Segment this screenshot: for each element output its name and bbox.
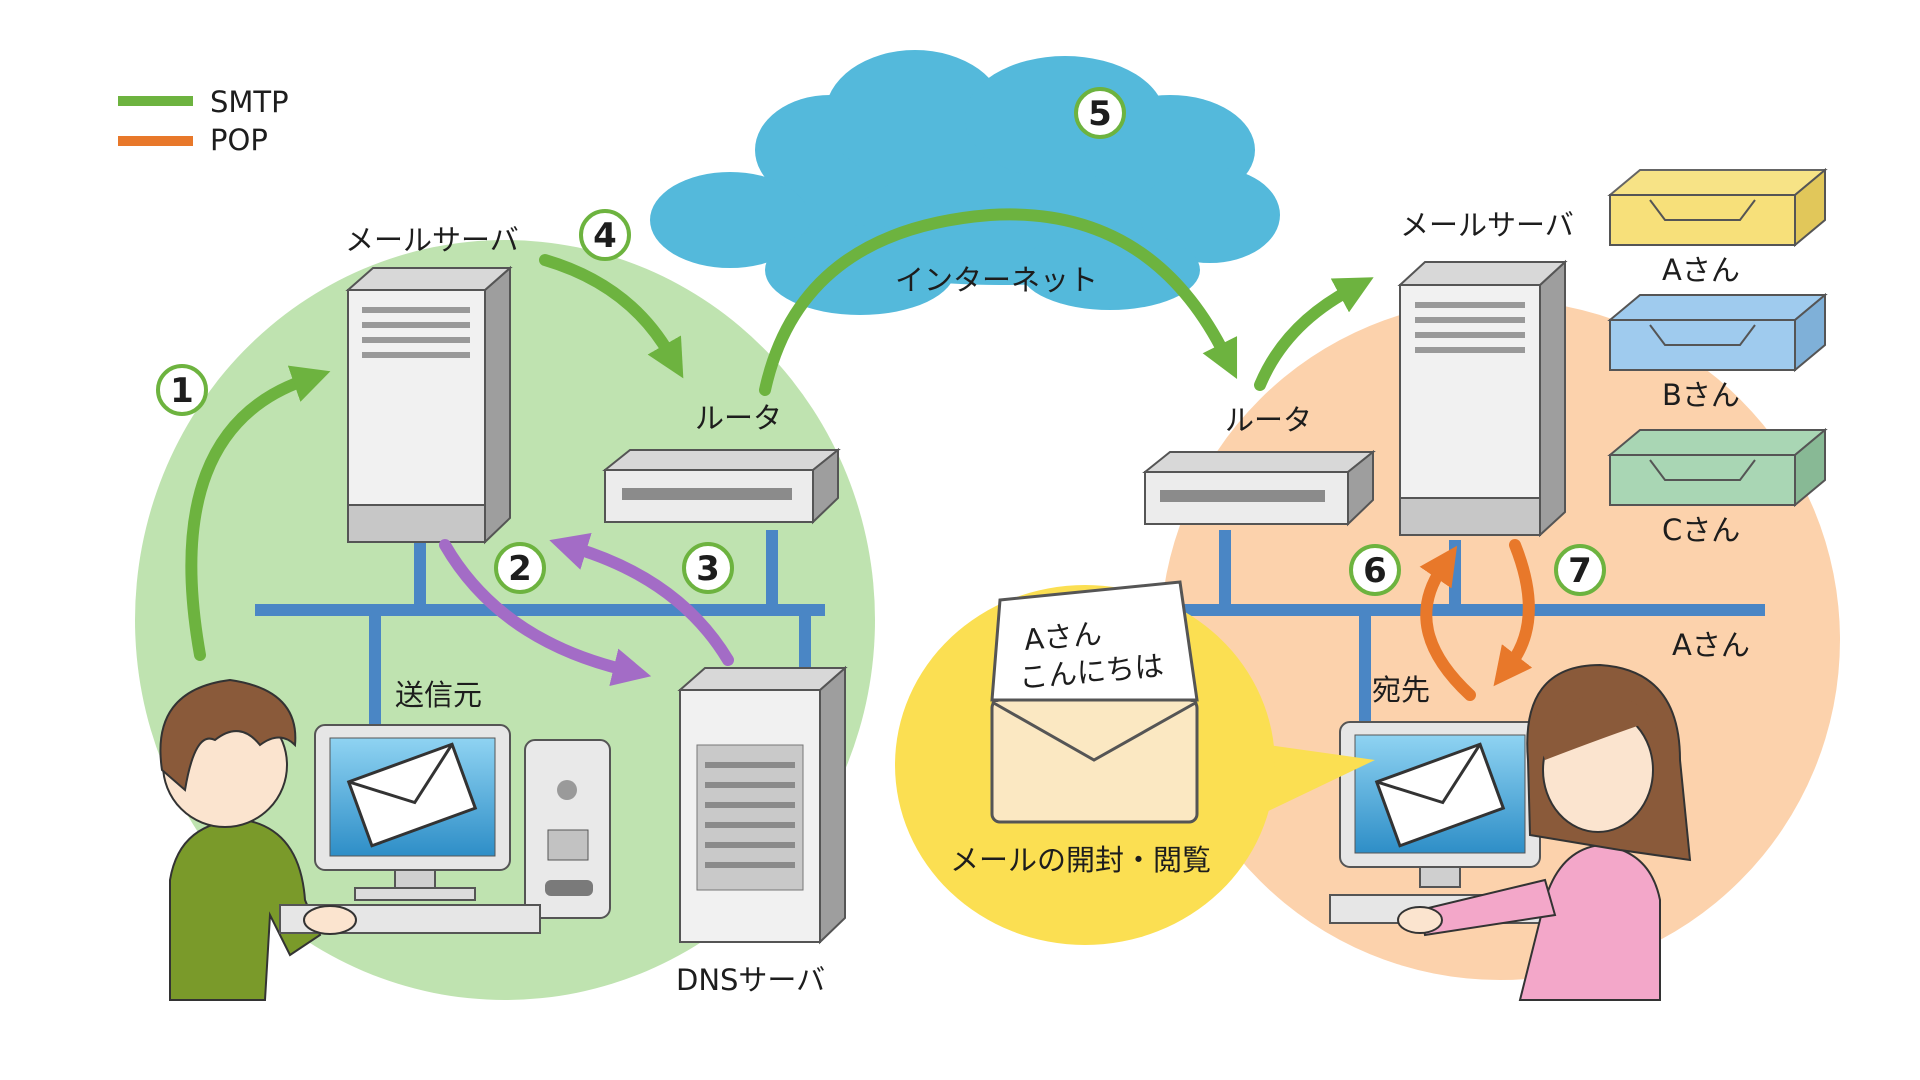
step-3-marker (682, 542, 734, 594)
mailbox-c-label: Cさん (1662, 513, 1740, 547)
step-markers: 1 2 3 4 5 6 7 (156, 87, 1606, 596)
receiver-network-label: Aさん (1672, 628, 1750, 662)
sender-person (159, 678, 541, 1001)
legend-smtp-label: SMTP (210, 85, 289, 119)
letter-envelope-icon (990, 580, 1199, 824)
dns-server (677, 665, 848, 945)
envelope-icon (1374, 742, 1506, 848)
pop-arrows (1419, 539, 1535, 701)
step-2-number: 2 (508, 549, 532, 589)
mailbox-b (1607, 292, 1828, 373)
step-3-arrow (549, 532, 734, 666)
bubble-caption: メールの開封・閲覧 (950, 843, 1211, 877)
step-4-arrow (539, 254, 684, 379)
step-5-arrow (759, 208, 1238, 396)
legend-pop-swatch (118, 136, 193, 146)
sender-mail-server (345, 265, 513, 545)
mailbox-a-label: Aさん (1662, 253, 1740, 287)
step-6-arrow (1419, 545, 1476, 701)
step-1-marker (156, 364, 208, 416)
legend: SMTP POP (118, 85, 289, 157)
receiver-mail-server (1397, 259, 1568, 538)
sender-router-label: ルータ (695, 401, 782, 435)
receiver-pc-label: 宛先 (1372, 673, 1430, 707)
mailbox-a (1607, 167, 1828, 248)
letter-line-1: Aさん (1023, 616, 1104, 657)
receiver-network-bus (1180, 530, 1765, 725)
sender-pc-label: 送信元 (395, 678, 482, 712)
step-6-marker (1349, 544, 1401, 596)
sender-mail-server-label: メールサーバ (345, 223, 519, 257)
step-7-arrow (1493, 539, 1535, 687)
step-1-number: 1 (170, 371, 194, 411)
receiver-router-label: ルータ (1225, 403, 1312, 437)
receiver-mail-server-label: メールサーバ (1400, 208, 1574, 242)
step-4-number: 4 (593, 216, 617, 256)
step-2-arrow (439, 539, 652, 686)
step-4-marker (579, 209, 631, 261)
mailbox-b-label: Bさん (1662, 378, 1740, 412)
step-6-number: 6 (1363, 551, 1387, 591)
step-7-marker (1554, 544, 1606, 596)
step-5-marker (1074, 87, 1126, 139)
legend-pop-label: POP (210, 123, 268, 157)
internet-label: インターネット (895, 263, 1098, 297)
step-5-number: 5 (1088, 94, 1112, 134)
dns-arrows (439, 532, 734, 686)
receiver-router-to-server-arrow (1254, 277, 1374, 391)
sender-network-bus (255, 530, 825, 725)
receiver-router (1142, 449, 1376, 527)
dns-server-label: DNSサーバ (676, 963, 825, 997)
envelope-icon (346, 742, 478, 848)
sender-router (602, 447, 841, 525)
step-2-marker (494, 542, 546, 594)
receiver-person (1397, 663, 1692, 1001)
smtp-arrows (185, 208, 1374, 661)
step-3-number: 3 (696, 549, 720, 589)
legend-smtp-swatch (118, 96, 193, 106)
mailbox-c (1607, 427, 1828, 508)
step-7-number: 7 (1568, 551, 1592, 591)
sender-pc-tower (524, 739, 611, 919)
step-1-arrow (185, 365, 331, 661)
